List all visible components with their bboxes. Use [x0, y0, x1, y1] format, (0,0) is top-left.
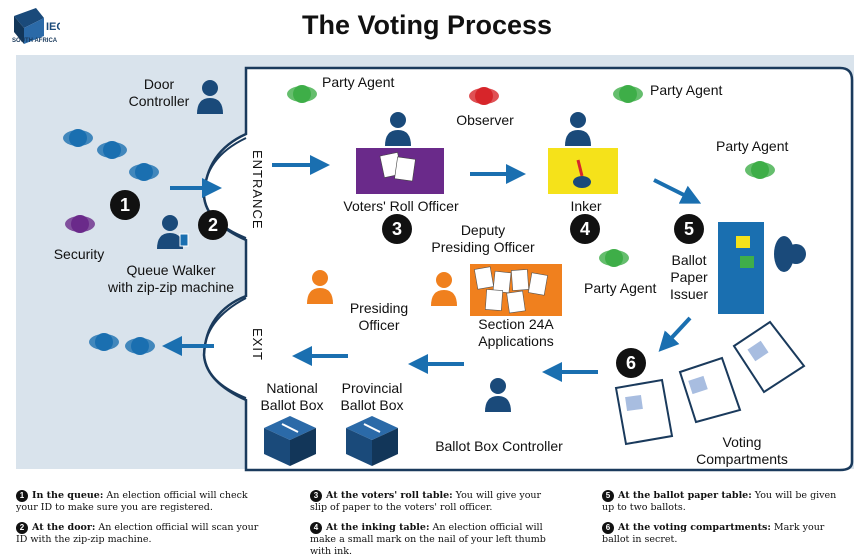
ink-pad: [573, 176, 591, 188]
footnote-5: 5 At the ballot paper table: You will be …: [602, 490, 842, 514]
footnote-5-num: 5: [602, 490, 614, 502]
iec-logo: IEC: [14, 8, 60, 44]
provincial-ballot-box-label: Provincial Ballot Box: [340, 380, 404, 413]
presiding-officer-label: Presiding Officer: [349, 300, 409, 333]
step-5-badge: 5: [674, 214, 704, 244]
step-3-badge: 3: [382, 214, 412, 244]
section-24a-papers: [474, 266, 548, 314]
footnote-6-num: 6: [602, 522, 614, 534]
exit-voters: [89, 333, 155, 355]
section-24a-label: Section 24A Applications: [478, 316, 554, 349]
footnote-3-num: 3: [310, 490, 322, 502]
voters-roll-papers: [379, 152, 416, 182]
voters-roll-officer-label: Voters' Roll Officer: [343, 198, 459, 214]
provincial-ballot-box: [346, 416, 398, 466]
footnote-1: 1 In the queue: An election official will…: [16, 490, 261, 514]
footnote-2-head: At the door:: [32, 522, 96, 533]
zip-zip-machine: [179, 233, 189, 247]
party-agent-label-4: Party Agent: [584, 280, 657, 296]
exit-label: EXIT: [250, 328, 265, 361]
compartment-ballots: [625, 340, 769, 412]
footnote-6-text: Mark your ballot in secret.: [602, 522, 825, 545]
door-controller-label: Door Controller: [128, 76, 190, 109]
national-ballot-box-label: National Ballot Box: [260, 380, 324, 413]
footnote-1-num: 1: [16, 490, 28, 502]
observer-label: Observer: [456, 112, 514, 128]
ballot-box-controller-label: Ballot Box Controller: [435, 438, 563, 454]
footnote-6: 6 At the voting compartments: Mark your b…: [602, 522, 842, 546]
step-4-badge: 4: [570, 214, 600, 244]
footnote-1-head: In the queue:: [32, 490, 104, 501]
footnote-3: 3 At the voters' roll table: You will giv…: [310, 490, 555, 514]
step-1-badge: 1: [110, 190, 140, 220]
ballot-paper-issuer-label: Ballot Paper Issuer: [669, 252, 709, 302]
footnote-3-head: At the voters' roll table:: [326, 490, 453, 501]
footnote-5-text: You will be given up to two ballots.: [602, 490, 837, 513]
voting-compartments-label: Voting Compartments: [696, 434, 788, 467]
door-controller-figure: [197, 80, 223, 114]
logo-text: IEC: [46, 21, 60, 33]
arrow-inker-to-issuer: [653, 178, 702, 204]
footnote-4-head: At the inking table:: [326, 522, 430, 533]
footnote-2: 2 At the door: An election official will …: [16, 522, 261, 546]
party-agent-label-2: Party Agent: [650, 82, 723, 98]
footnote-4-num: 4: [310, 522, 322, 534]
entrance-label: ENTRANCE: [250, 150, 265, 230]
footnote-5-head: At the ballot paper table:: [618, 490, 752, 501]
footnote-2-num: 2: [16, 522, 28, 534]
footnote-1-text: An election official will check your ID …: [16, 490, 248, 513]
party-agent-label-3: Party Agent: [716, 138, 789, 154]
deputy-presiding-officer-label: Deputy Presiding Officer: [431, 222, 535, 255]
logo-subtext: SOUTH AFRICA: [12, 38, 58, 44]
step-2-badge: 2: [198, 210, 228, 240]
exit-door: [202, 297, 247, 399]
security-label: Security: [53, 246, 105, 262]
queue-walker-figure: [157, 215, 183, 249]
footnote-6-head: At the voting compartments:: [618, 522, 771, 533]
queue-walker-label: Queue Walker with zip-zip machine: [107, 262, 235, 295]
step-6-badge: 6: [616, 348, 646, 378]
voting-compartments: [614, 320, 806, 446]
footnote-2-text: An election official will scan your ID w…: [16, 522, 259, 545]
party-agent-label-1: Party Agent: [322, 74, 395, 90]
security-figure: [65, 215, 95, 233]
queue-voters: [63, 129, 159, 181]
national-ballot-box: [264, 416, 316, 466]
page-title: The Voting Process: [301, 10, 553, 40]
footnote-3-text: You will give your slip of paper to the …: [310, 490, 542, 513]
inker-label: Inker: [570, 198, 602, 214]
arrow-issuer-to-compartments: [658, 316, 692, 352]
ballot-paper-issuer-figure: [774, 236, 806, 272]
